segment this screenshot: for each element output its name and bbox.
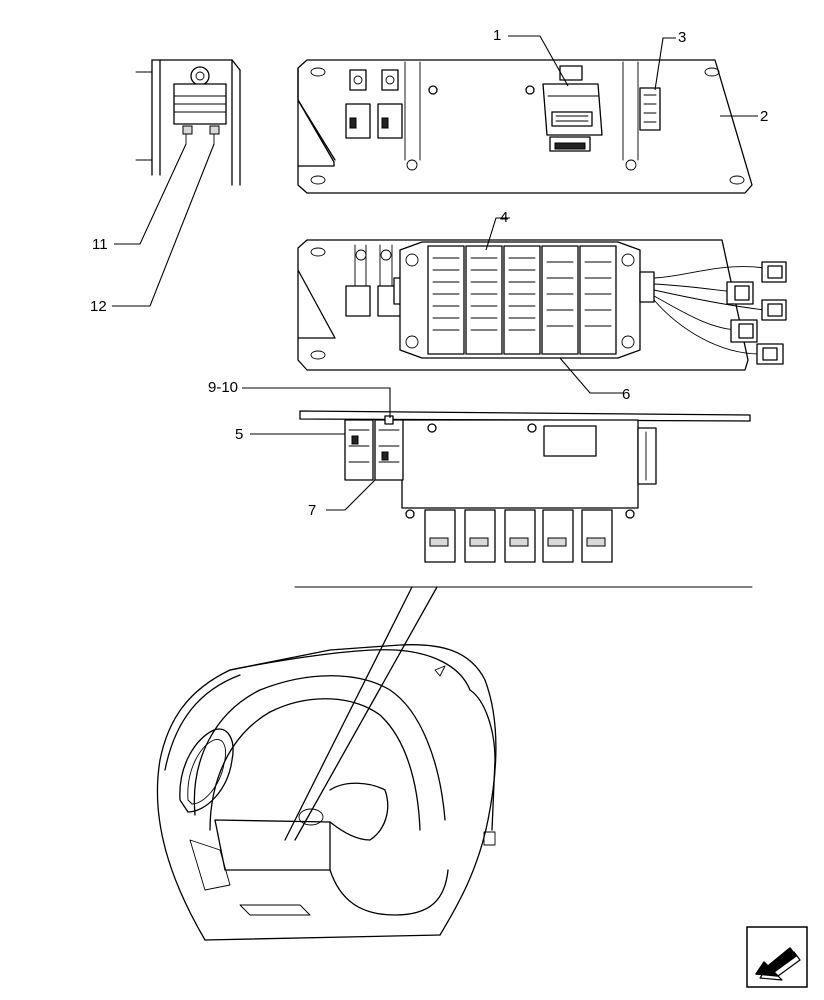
callout-11: 11 <box>92 236 108 253</box>
cab-view <box>156 586 753 941</box>
callout-7: 7 <box>308 502 316 519</box>
callout-5: 5 <box>235 426 243 443</box>
callout-3: 3 <box>678 29 686 46</box>
next-page-arrow-button[interactable] <box>746 926 808 988</box>
side-view-bracket <box>135 59 241 186</box>
callout-9-10: 9-10 <box>208 379 238 396</box>
round-connectors <box>726 261 787 365</box>
fuse-box-plate-assembly <box>297 239 787 371</box>
next-page-arrow-icon <box>746 926 808 988</box>
callout-6: 6 <box>622 386 630 403</box>
callout-2: 2 <box>760 108 768 125</box>
top-plate-assembly <box>297 59 753 194</box>
leader-lines <box>112 35 758 511</box>
fuse-box-bottom-connectors <box>424 509 613 563</box>
fuse-columns <box>427 245 617 355</box>
callout-1: 1 <box>493 27 501 44</box>
callout-labels: 1 3 2 4 6 9-10 5 7 11 12 <box>90 27 768 519</box>
callout-12: 12 <box>90 298 107 315</box>
fuse-box-side-view <box>299 410 751 563</box>
callout-4: 4 <box>500 209 508 226</box>
